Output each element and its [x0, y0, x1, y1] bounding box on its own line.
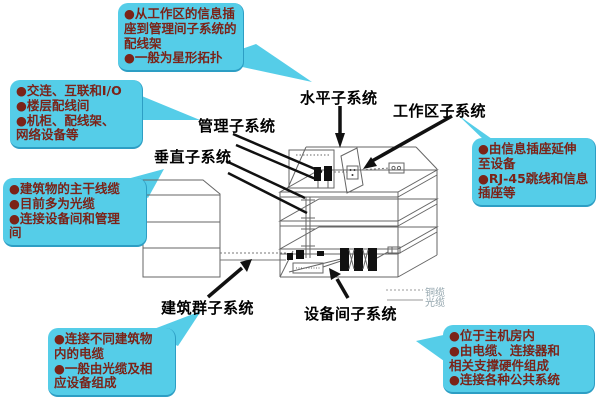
device-box-3 [317, 251, 324, 256]
distribution-rack [340, 248, 377, 271]
callout-vertical-subsystem: ●建筑物的主干线缆 ●目前多为光缆 ●连接设备间和管理 间 [3, 178, 147, 248]
arrow-campus-subsystem [206, 259, 252, 299]
side-table [387, 246, 401, 254]
management-room [288, 149, 335, 189]
arrow-horizontal-subsystem [335, 106, 345, 148]
partition-wall [340, 147, 364, 194]
callout-equipment-subsystem: ●位于主机房内 ●由电缆、连接器和 相关支撑硬件组成 ●连接各种公共系统 [443, 325, 595, 395]
legend-copper-label: 铜缆 [425, 288, 445, 299]
workarea-outlet [388, 162, 405, 174]
device-box-2 [296, 250, 304, 259]
arrow-workarea-subsystem [363, 114, 453, 169]
pointer-arrows [206, 106, 453, 299]
callout-campus-subsystem: ●连接不同建筑物 内的电缆 ●一般由光缆及相 应设备组成 [48, 328, 176, 398]
patch-panel-2 [324, 166, 332, 181]
label-management-subsystem: 管理子系统 [198, 117, 276, 135]
horizontal-cables [334, 167, 390, 173]
leader-management-subsystem [232, 132, 323, 182]
arrow-equipment-subsystem [329, 268, 350, 299]
label-workarea-subsystem: 工作区子系统 [393, 102, 487, 120]
callout-management-subsystem: ●交连、互联和I/O ●楼层配线间 ●机柜、配线架、 网络设备等 [10, 80, 143, 150]
legend-fiber-label: 光缆 [425, 298, 445, 309]
callout-workarea-subsystem: ●由信息插座延伸 至设备 ●RJ-45跳线和信息 插座等 [472, 138, 596, 208]
callout-horizontal-subsystem: ●从工作区的信息插 座到管理间子系统的 配线架 ●一般为星形拓扑 [118, 3, 244, 73]
riser [301, 197, 315, 258]
legend-lines [386, 289, 423, 301]
device-box-1 [287, 253, 293, 260]
equipment-room [287, 246, 401, 274]
label-campus-subsystem: 建筑群子系统 [161, 299, 255, 317]
label-equipment-subsystem: 设备间子系统 [304, 305, 398, 323]
small-building [142, 179, 221, 278]
leader-vertical-subsystem [225, 159, 308, 215]
patch-panel-1 [314, 167, 321, 181]
main-building [278, 146, 439, 278]
label-vertical-subsystem: 垂直子系统 [154, 148, 232, 166]
campus-cables [220, 252, 288, 261]
label-horizontal-subsystem: 水平子系统 [300, 89, 378, 107]
tail-equipment-callout [416, 334, 451, 366]
tail-management-callout [132, 92, 200, 120]
patch-device [292, 262, 324, 274]
